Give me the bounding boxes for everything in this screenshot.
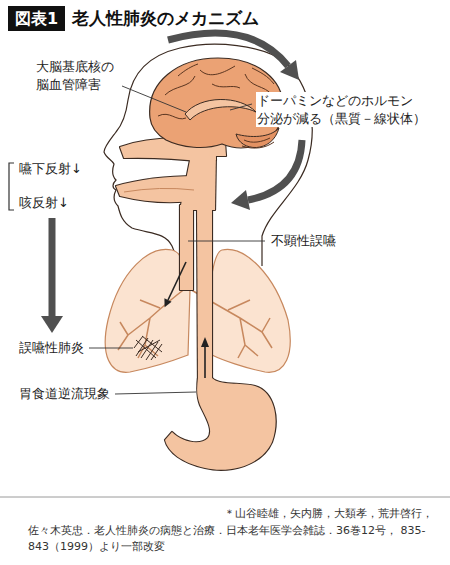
stomach (165, 378, 276, 470)
curved-arrowhead (280, 60, 299, 80)
curved-arrow (168, 33, 288, 66)
pneumonia-hatch (134, 336, 162, 360)
left-lung (105, 249, 190, 372)
right-lung (210, 249, 290, 372)
callout-label: 大脳基底核の 脳血管障害 (35, 58, 119, 93)
down-arrow (49, 218, 56, 318)
callout-label: 胃食道逆流現象 (18, 385, 111, 403)
figure-title: 老人性肺炎のメカニズム (72, 8, 259, 28)
callout-label: 不顕性誤嚥 (270, 232, 337, 250)
callout-label: 誤嚥性肺炎 (18, 339, 85, 357)
callout-label: ドーパミンなどのホルモン 分泌が減る（黒質－線状体） (256, 92, 429, 127)
leader-lines (89, 86, 265, 394)
trachea (180, 205, 193, 290)
curved-arrowhead (231, 190, 250, 210)
figure-badge: 図表1 (8, 6, 65, 31)
reflux-arrowhead (201, 337, 209, 347)
digestive-airway-tract (116, 128, 276, 470)
leader-line (122, 86, 186, 112)
callout-label: 嚥下反射↓ (18, 160, 83, 178)
source-note: ＊山谷睦雄，矢内勝，大類孝，荒井啓行， 佐々木英忠．老人性肺炎の病態と治療．日本… (28, 506, 440, 556)
leader-line (89, 348, 133, 349)
tongue-line (124, 188, 194, 192)
trachea-outline (180, 205, 193, 290)
leader-line (230, 104, 252, 110)
reflux-arrow (204, 346, 206, 378)
bracket (9, 163, 14, 210)
badge-text: 図表1 (15, 9, 58, 28)
leader-line (115, 392, 196, 394)
aspiration-arrow (168, 262, 186, 300)
esophagus (197, 205, 212, 385)
corpus-callosum (185, 99, 256, 120)
aspiration-arrowhead (164, 298, 171, 307)
down-arrowhead (41, 316, 63, 333)
esophagus-outline (197, 205, 212, 385)
small-arrows (164, 262, 209, 378)
leader-line (188, 241, 265, 242)
stomach-outline (165, 378, 276, 470)
rule-line (0, 497, 450, 498)
curved-arrow (248, 140, 302, 200)
cerebellum (236, 128, 279, 148)
callout-label: 咳反射↓ (18, 194, 70, 212)
